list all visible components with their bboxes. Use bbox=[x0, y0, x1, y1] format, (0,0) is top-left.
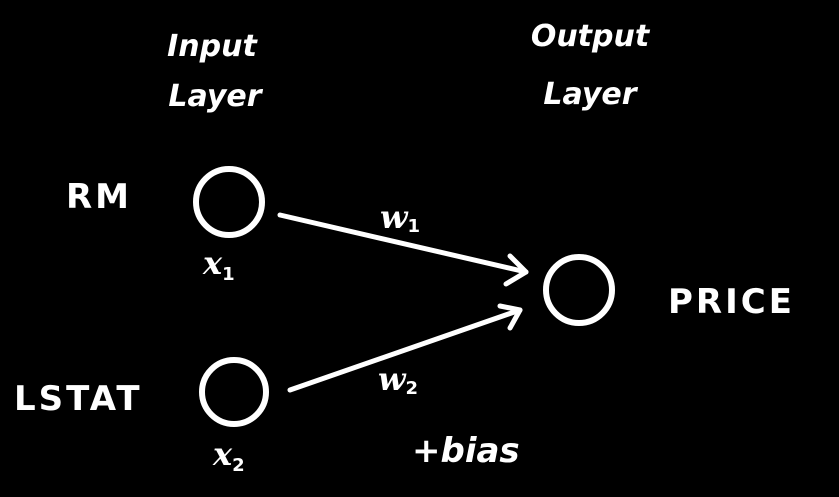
input-node-2-var-letter: x bbox=[212, 435, 233, 473]
output-layer-header-line2: Layer bbox=[543, 77, 638, 112]
input-node-1 bbox=[193, 166, 265, 238]
weight-label-1-letter: w bbox=[380, 198, 409, 236]
input-node-2 bbox=[199, 357, 269, 427]
input-label-lstat: LSTAT bbox=[14, 379, 143, 419]
input-label-rm: RM bbox=[66, 177, 132, 217]
edge-input2-to-output bbox=[287, 303, 523, 393]
edge-1-line bbox=[277, 212, 529, 275]
input-layer-header-line2: Layer bbox=[168, 79, 263, 114]
svg-text:w2: w2 bbox=[378, 360, 418, 399]
output-node bbox=[543, 254, 615, 326]
edge-2-line bbox=[287, 307, 523, 393]
input-node-2-var-sub: 2 bbox=[232, 455, 245, 476]
input-layer-header: Input Layer bbox=[167, 29, 264, 114]
input-layer-header-line1: Input bbox=[167, 29, 258, 64]
weight-label-1: w1 bbox=[380, 198, 420, 237]
edge-2-arrowhead bbox=[497, 303, 523, 331]
weight-label-2-sub: 2 bbox=[406, 378, 419, 399]
output-layer-header-line1: Output bbox=[531, 19, 651, 54]
weight-label-2-letter: w bbox=[378, 360, 407, 398]
input-node-2-var: x2 bbox=[212, 435, 245, 476]
input-node-1-var-letter: x bbox=[202, 244, 223, 282]
svg-text:x2: x2 bbox=[212, 435, 245, 476]
weight-label-1-sub: 1 bbox=[408, 216, 421, 237]
edge-input1-to-output bbox=[277, 212, 529, 287]
edge-1-arrowhead bbox=[503, 253, 529, 287]
output-label-price: PRICE bbox=[668, 282, 795, 322]
output-layer-header: Output Layer bbox=[531, 19, 651, 112]
svg-text:x1: x1 bbox=[202, 244, 235, 285]
weight-label-2: w2 bbox=[378, 360, 418, 399]
input-node-1-var: x1 bbox=[202, 244, 235, 285]
svg-text:w1: w1 bbox=[380, 198, 420, 237]
bias-label: +bias bbox=[412, 431, 520, 471]
input-node-1-var-sub: 1 bbox=[222, 264, 235, 285]
